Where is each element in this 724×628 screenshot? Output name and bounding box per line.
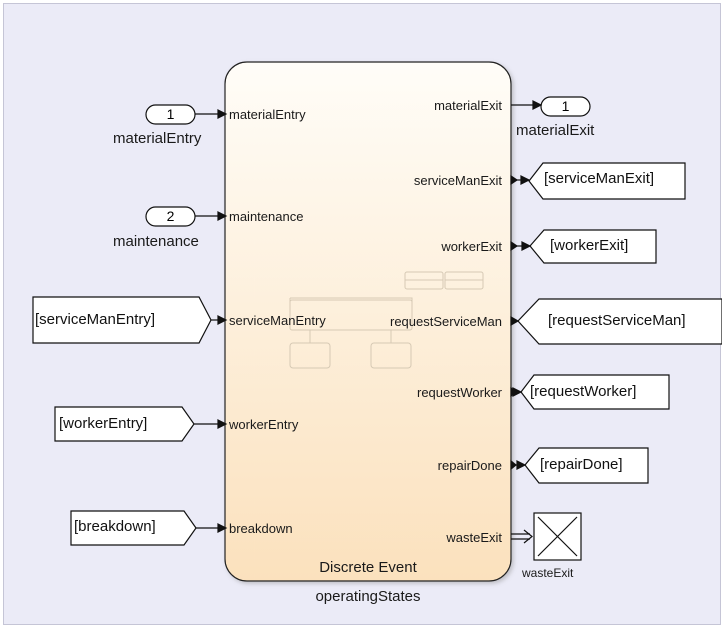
goto-repairDone-block — [524, 447, 649, 484]
inport-2-label: maintenance — [113, 233, 199, 250]
from-serviceManEntry-block — [32, 296, 212, 344]
block-output-port-repairDone: repairDone — [437, 458, 502, 473]
block-title: Discrete Event — [319, 559, 417, 576]
terminator-x-icon — [537, 516, 578, 557]
from-workerEntry-block — [54, 406, 195, 442]
from-breakdown-label: [breakdown] — [74, 518, 156, 535]
inport-1-label: materialEntry — [113, 130, 202, 147]
chart-thumbnail-icon — [289, 271, 484, 369]
goto-requestWorker-block — [520, 374, 670, 410]
block-input-port-workerEntry: workerEntry — [229, 417, 299, 432]
goto-serviceManExit-block — [528, 162, 686, 200]
block-output-port-requestServiceMan: requestServiceMan — [390, 314, 502, 329]
from-workerEntry-label: [workerEntry] — [59, 415, 148, 432]
outport-1-label: materialExit — [516, 122, 595, 139]
block-output-port-serviceManExit: serviceManExit — [413, 173, 502, 188]
block-output-port-workerExit: workerExit — [441, 239, 502, 254]
block-input-port-maintenance: maintenance — [229, 209, 304, 224]
block-output-port-wasteExit: wasteExit — [446, 530, 502, 545]
diagram-canvas[interactable]: 1 2 1 materialEntry maintenance material… — [3, 3, 722, 625]
from-serviceManEntry-label: [serviceManEntry] — [35, 311, 156, 328]
inport-2-number: 2 — [166, 208, 175, 224]
inport-1-number: 1 — [166, 106, 175, 122]
terminator-label: wasteExit — [522, 566, 574, 580]
block-output-port-materialExit: materialExit — [434, 98, 502, 113]
goto-requestServiceMan-block — [517, 298, 722, 345]
goto-repairDone-label: [repairDone] — [540, 456, 623, 473]
diagram-graphics — [32, 61, 722, 582]
block-output-port-requestWorker: requestWorker — [416, 385, 502, 400]
goto-serviceManExit-label: [serviceManExit] — [544, 170, 655, 187]
block-input-port-breakdown: breakdown — [229, 521, 293, 536]
goto-workerExit-block — [529, 229, 657, 264]
outport-1-block — [540, 96, 591, 117]
goto-workerExit-label: [workerExit] — [550, 237, 629, 254]
block-name: operatingStates — [315, 588, 421, 605]
outport-1-number: 1 — [561, 98, 570, 114]
goto-requestWorker-label: [requestWorker] — [530, 383, 637, 400]
goto-requestServiceMan-label: [requestServiceMan] — [548, 312, 686, 329]
block-input-port-materialEntry: materialEntry — [229, 107, 306, 122]
block-input-port-serviceManEntry: serviceManEntry — [229, 313, 326, 328]
from-breakdown-block — [70, 510, 197, 546]
